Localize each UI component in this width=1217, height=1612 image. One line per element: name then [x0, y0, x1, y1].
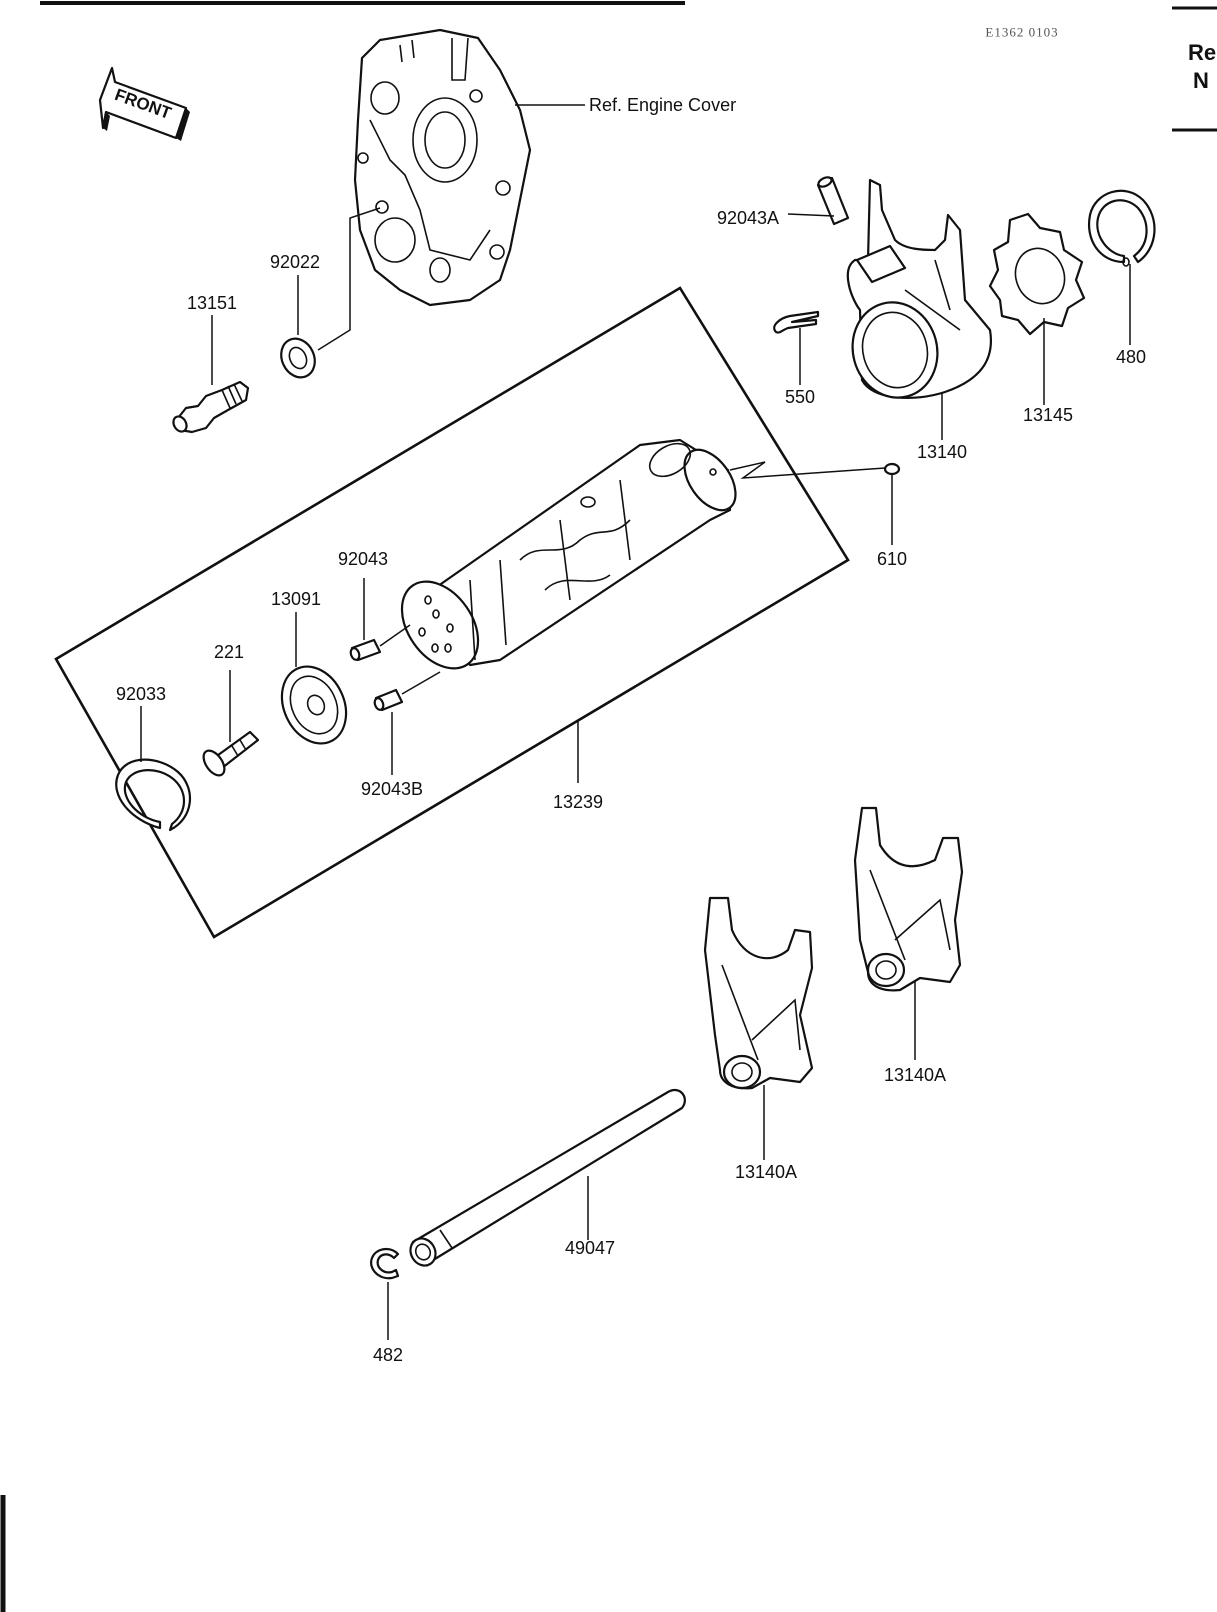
part-92043B-pin — [373, 688, 404, 712]
part-49047-shaft — [409, 1089, 686, 1267]
part-550-cotter-pin — [773, 310, 820, 334]
part-92043-pin — [349, 638, 382, 662]
label-482: 482 — [372, 1345, 404, 1365]
label-221: 221 — [213, 642, 245, 662]
label-550: 550 — [784, 387, 816, 407]
label-92022: 92022 — [269, 252, 321, 272]
part-13140A-left-fork — [703, 896, 814, 1090]
part-13145-plate — [988, 212, 1086, 336]
label-480: 480 — [1115, 347, 1147, 367]
part-221-screw — [202, 730, 260, 777]
part-480-circlip — [1087, 189, 1156, 267]
label-13140A-right: 13140A — [883, 1065, 947, 1085]
label-13091: 13091 — [270, 589, 322, 609]
edge-text-line2: N — [1193, 68, 1209, 93]
front-arrow-icon — [98, 66, 190, 141]
label-13140: 13140 — [916, 442, 968, 462]
edge-text-line1: Re — [1188, 40, 1217, 65]
label-49047: 49047 — [564, 1238, 616, 1258]
part-92043A-pin — [816, 176, 850, 226]
label-13140A-left: 13140A — [734, 1162, 798, 1182]
part-92033-circlip — [115, 758, 192, 832]
diagram-code: E1362 0103 — [985, 24, 1059, 40]
label-13151: 13151 — [186, 293, 238, 313]
part-13239-shift-drum — [400, 438, 737, 670]
part-92022-washer — [280, 337, 316, 379]
label-13239: 13239 — [552, 792, 604, 812]
part-13091-plate — [280, 665, 348, 745]
label-92043: 92043 — [337, 549, 389, 569]
engine-cover — [353, 28, 532, 307]
label-92043B: 92043B — [360, 779, 424, 799]
assembly-frame — [54, 286, 850, 939]
part-610-pin — [883, 462, 901, 476]
part-13140-holder — [846, 178, 992, 399]
label-13145: 13145 — [1022, 405, 1074, 425]
label-ref-engine-cover: Ref. Engine Cover — [589, 95, 737, 115]
label-92033: 92033 — [115, 684, 167, 704]
label-92043A: 92043A — [716, 208, 780, 228]
part-13140A-right-fork — [853, 806, 964, 992]
part-13151-switch — [172, 380, 250, 434]
part-482-eclip — [370, 1248, 400, 1280]
label-610: 610 — [876, 549, 908, 569]
